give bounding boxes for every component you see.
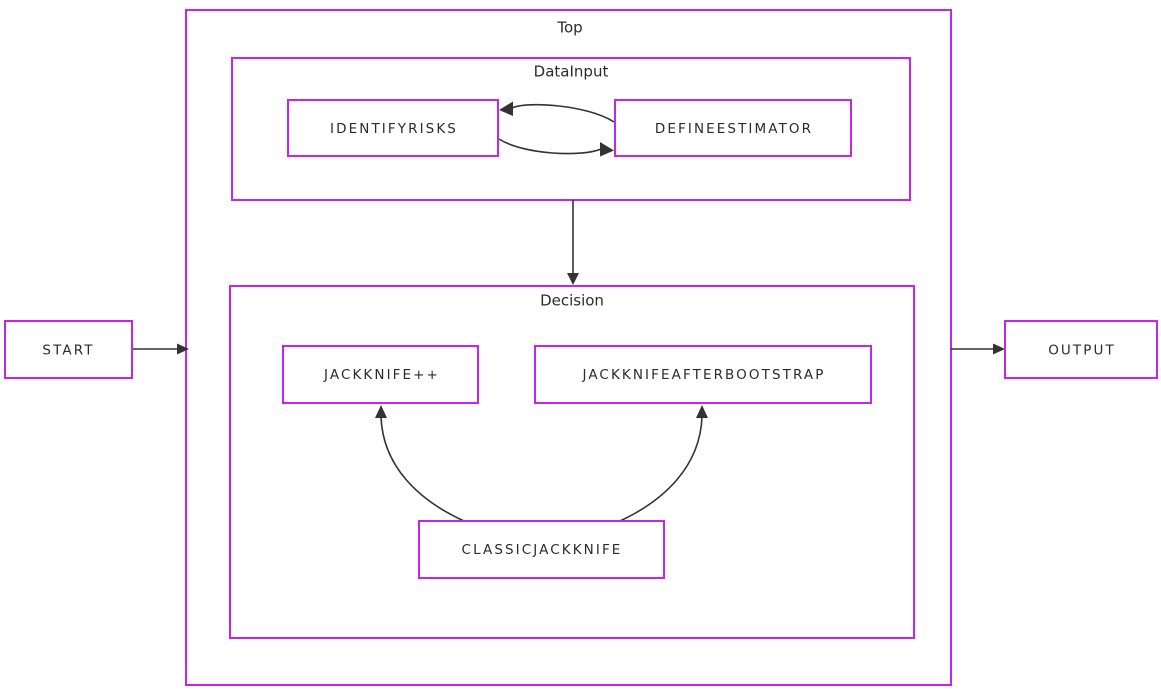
node-output-label: OUTPUT — [1048, 343, 1116, 359]
arrowhead-start-to-top — [177, 343, 189, 355]
node-defineestimator-box[interactable] — [614, 99, 852, 157]
node-classicjackknife-label: CLASSICJACKKNIFE — [462, 542, 623, 558]
cluster-top-border — [185, 9, 952, 686]
node-output-box[interactable] — [1004, 320, 1158, 379]
node-identifyrisks[interactable]: IDENTIFYRISKS — [287, 99, 499, 157]
cluster-datainput: DataInput — [231, 57, 911, 201]
edge-classicjackknife-to-jackknifeafterbootstrap — [619, 405, 708, 522]
arrowhead-to-jackknifeafterbootstrap — [696, 405, 708, 418]
edge-top-to-output — [951, 343, 1005, 355]
node-start-box[interactable] — [4, 320, 133, 379]
node-defineestimator[interactable]: DEFINEESTIMATOR — [614, 99, 852, 157]
node-output[interactable]: OUTPUT — [1004, 320, 1158, 379]
node-start-label: START — [42, 343, 94, 359]
arrowhead-to-jackknifepp — [375, 405, 387, 418]
cluster-decision: Decision — [229, 285, 915, 639]
cluster-datainput-border — [231, 57, 911, 201]
edge-identifyrisks-to-defineestimator — [498, 138, 614, 157]
cluster-decision-border — [229, 285, 915, 639]
node-jackknifeafterbootstrap-label: JACKKNIFEAFTERBOOTSTRAP — [581, 367, 825, 383]
node-classicjackknife-box[interactable] — [418, 520, 665, 579]
node-classicjackknife[interactable]: CLASSICJACKKNIFE — [418, 520, 665, 579]
edge-start-to-top — [132, 343, 189, 355]
node-start[interactable]: START — [4, 320, 133, 379]
arrowhead-to-decision — [567, 273, 579, 285]
cluster-top-label: Top — [556, 19, 582, 37]
cluster-datainput-label: DataInput — [534, 63, 609, 81]
edge-datainput-to-decision — [567, 200, 579, 285]
cluster-decision-label: Decision — [540, 292, 604, 310]
edge-defineestimator-to-identifyrisks — [499, 101, 615, 123]
node-jackknifepp[interactable]: JACKKNIFE++ — [282, 345, 479, 404]
arrowhead-top-to-output — [993, 343, 1005, 355]
node-jackknifeafterbootstrap[interactable]: JACKKNIFEAFTERBOOTSTRAP — [534, 345, 872, 404]
node-identifyrisks-box[interactable] — [287, 99, 499, 157]
node-defineestimator-label: DEFINEESTIMATOR — [655, 121, 813, 137]
node-jackknifepp-label: JACKKNIFE++ — [323, 367, 440, 383]
node-identifyrisks-label: IDENTIFYRISKS — [330, 121, 458, 137]
node-jackknifepp-box[interactable] — [282, 345, 479, 404]
arrowhead-to-identifyrisks — [499, 101, 513, 116]
cluster-top: Top — [185, 9, 952, 686]
node-jackknifeafterbootstrap-box[interactable] — [534, 345, 872, 404]
edge-classicjackknife-to-jackknifepp — [375, 405, 465, 522]
arrowhead-to-defineestimator — [600, 142, 614, 157]
